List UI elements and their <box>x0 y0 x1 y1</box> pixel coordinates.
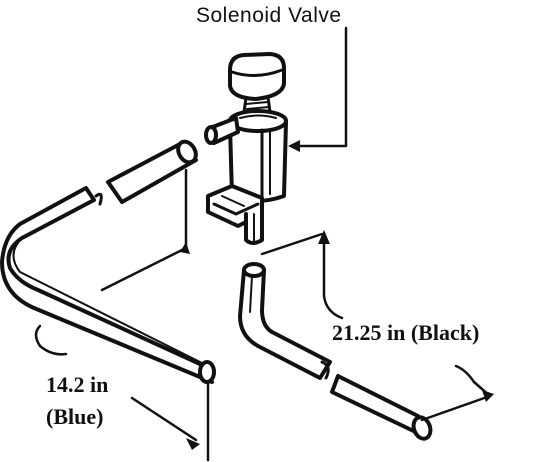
black-hose-bent-segment <box>238 262 332 380</box>
solenoid-arrowhead <box>288 140 300 152</box>
blue-hose-upper-segment <box>106 139 198 204</box>
black-hose-length-label: 21.25 in (Black) <box>332 320 480 345</box>
blue-hose-bent-segment <box>0 186 216 384</box>
blue-hose-length-label: 14.2 in <box>46 372 109 397</box>
valve-inlet-port <box>204 116 240 145</box>
blue-dimension-lower-leader <box>130 396 198 442</box>
valve-neck <box>242 95 272 114</box>
valve-cap <box>228 52 286 101</box>
solenoid-valve-label: Solenoid Valve <box>196 4 342 27</box>
arrowheads <box>180 140 494 450</box>
solenoid-leader-line <box>294 26 348 148</box>
black-hose-lower-segment <box>330 374 433 441</box>
blue-arrowhead-upper <box>180 242 190 254</box>
blue-arrowhead-lower <box>186 438 200 450</box>
black-dimension-extension <box>260 232 324 256</box>
blue-dimension-curl <box>34 324 68 356</box>
blue-hose-color-label: (Blue) <box>46 404 104 429</box>
blue-hose-break-mark <box>94 192 103 206</box>
black-dimension-leader <box>322 232 344 320</box>
solenoid-valve <box>204 52 288 245</box>
black-hose <box>238 262 433 441</box>
black-dimension-lower-extension <box>420 394 492 422</box>
blue-dimension-diagonal <box>100 246 188 292</box>
black-hose-break-mark <box>320 360 330 380</box>
black-dimension-lower-leader <box>454 364 492 398</box>
blue-hose <box>0 139 216 384</box>
leader-lines <box>34 26 492 462</box>
valve-outlet-port <box>244 206 264 245</box>
black-arrowhead-lower <box>482 390 494 402</box>
black-arrowhead-upper <box>318 230 330 244</box>
